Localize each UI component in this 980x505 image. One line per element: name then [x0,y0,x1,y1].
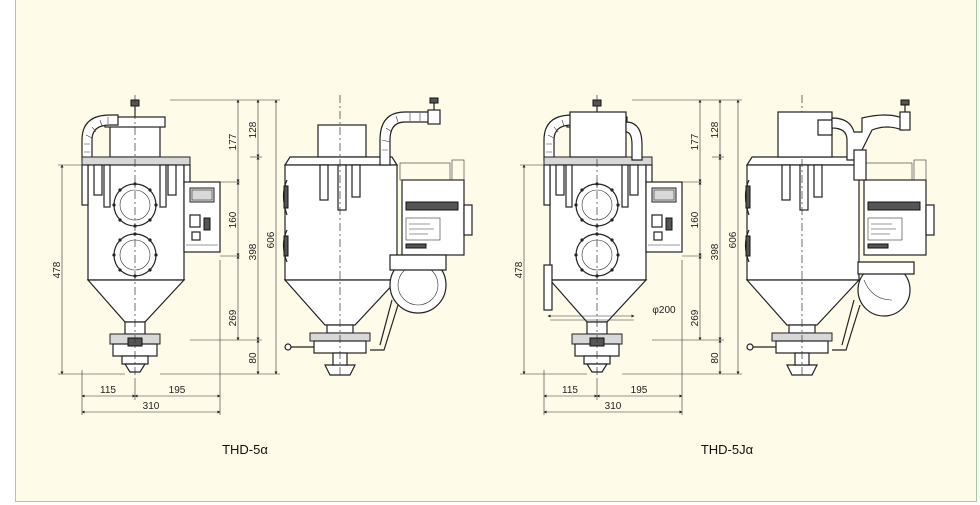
dim-177: 177 [228,133,239,150]
dim-310: 310 [143,401,160,412]
blower-duct [370,97,447,351]
dim-phi200: φ200 [652,305,676,316]
caption-thd-5a: THD-5α [222,442,268,457]
caption-thd-5ja: THD-5Jα [701,442,754,457]
dim-128: 128 [248,121,259,138]
dim-115: 115 [100,385,116,396]
dim-115: 115 [562,385,578,396]
dim-195: 195 [169,385,186,396]
dim-606: 606 [728,231,739,248]
dim-195: 195 [631,385,648,396]
side-control-panel [399,159,473,256]
dim-160: 160 [690,211,701,228]
front-view-drawing [81,94,221,376]
dim-310: 310 [605,401,622,412]
front-side-duct [543,111,643,321]
dim-128: 128 [710,121,721,138]
dim-398: 398 [710,243,721,260]
dimension-labels-fig2: 128 177 160 398 606 269 80 478 115 195 3… [514,121,739,412]
dim-478: 478 [52,261,63,278]
dim-160: 160 [228,211,239,228]
dim-478: 478 [514,261,525,278]
dim-269: 269 [690,309,701,326]
dim-398: 398 [248,243,259,260]
dim-269: 269 [228,309,239,326]
dim-80: 80 [710,352,721,364]
dim-606: 606 [266,231,277,248]
dim-177: 177 [690,133,701,150]
dimension-labels-fig1: 128 177 160 398 606 269 80 478 115 195 3… [52,121,277,412]
figure-thd-5a [58,94,473,415]
blower-duct [777,99,915,351]
figure-thd-5ja [520,94,935,415]
dim-80: 80 [248,352,259,364]
side-control-panel [861,159,935,256]
